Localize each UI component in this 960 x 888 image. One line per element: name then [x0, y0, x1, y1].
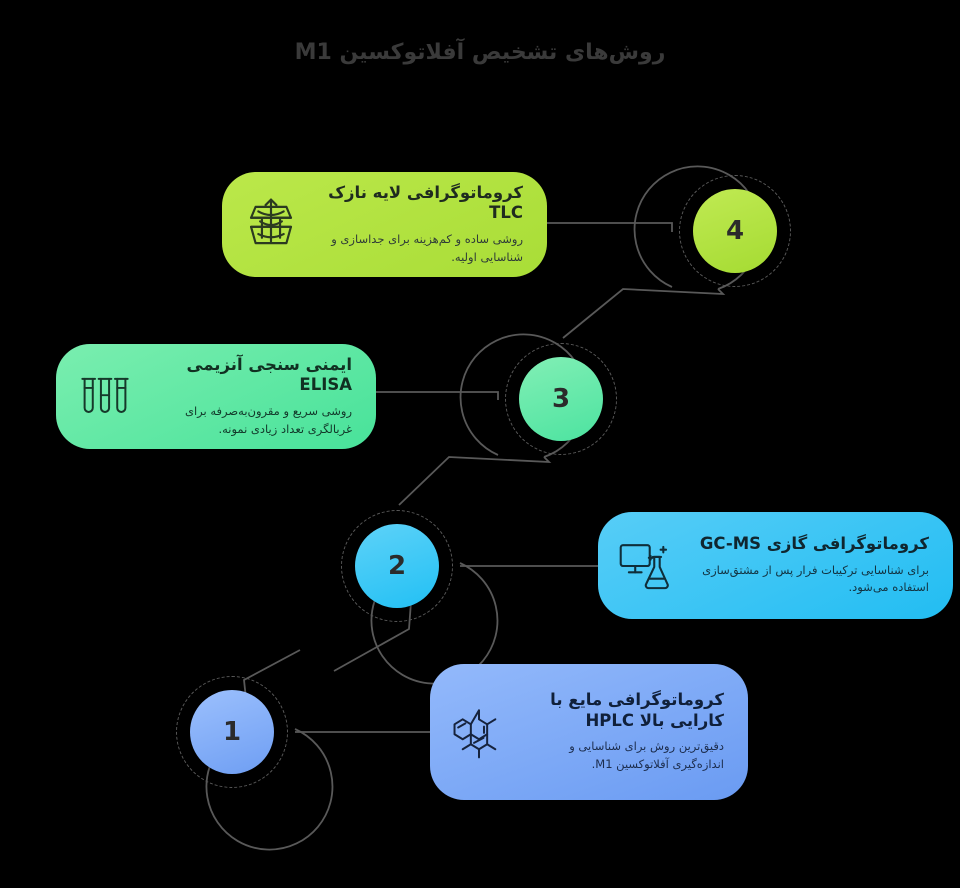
card-gcms-description: برای شناسایی ترکیبات فرار پس از مشتق‌ساز…: [702, 562, 929, 595]
card-tlc[interactable]: کروماتوگرافی لایه نازک TLC روشی ساده و ک…: [222, 172, 547, 277]
card-gcms[interactable]: کروماتوگرافی گازی GC-MS برای شناسایی ترک…: [598, 512, 953, 619]
step-marker-2[interactable]: 2: [334, 503, 460, 629]
step2-number: 2: [355, 524, 439, 608]
step-marker-4[interactable]: 4: [672, 168, 798, 294]
card-tlc-text: کروماتوگرافی لایه نازک TLC روشی ساده و ک…: [304, 183, 529, 267]
card-hplc-description: دقیق‌ترین روش برای شناسایی و اندازه‌گیری…: [569, 739, 724, 772]
card-elisa-description: روشی سریع و مقرون‌به‌صرفه برای غربالگری …: [184, 403, 352, 436]
step4-number: 4: [693, 189, 777, 273]
step3-number: 3: [519, 357, 603, 441]
card-elisa-title: ایمنی سنجی آنزیمی ELISA: [186, 354, 352, 395]
step4-card-connector: [547, 222, 673, 232]
page-title: روش‌های تشخیص آفلاتوکسین M1: [294, 40, 666, 65]
step1-number: 1: [190, 690, 274, 774]
card-gcms-title: کروماتوگرافی گازی GC-MS: [699, 533, 929, 553]
step1-dashed-ring: [176, 676, 288, 788]
card-hplc[interactable]: کروماتوگرافی مایع با کارایی بالا HPLC دق…: [430, 664, 748, 800]
card-gcms-text: کروماتوگرافی گازی GC-MS برای شناسایی ترک…: [680, 534, 935, 597]
molecule-structure-icon: [450, 703, 508, 761]
chromatography-apparatus-icon: [242, 196, 300, 254]
card-elisa-text: ایمنی سنجی آنزیمی ELISA روشی سریع و مقرو…: [138, 355, 358, 439]
step3-card-connector: [376, 391, 499, 400]
step3-dashed-ring: [505, 343, 617, 455]
card-tlc-description: روشی ساده و کم‌هزینه برای جداسازی و شناس…: [331, 231, 523, 264]
step2-dashed-ring: [341, 510, 453, 622]
step4-dashed-ring: [679, 175, 791, 287]
card-hplc-text: کروماتوگرافی مایع با کارایی بالا HPLC دق…: [512, 690, 730, 774]
step-marker-3[interactable]: 3: [498, 336, 624, 462]
step-marker-1[interactable]: 1: [169, 669, 295, 795]
card-elisa[interactable]: ایمنی سنجی آنزیمی ELISA روشی سریع و مقرو…: [56, 344, 376, 449]
card-hplc-title: کروماتوگرافی مایع با کارایی بالا HPLC: [550, 690, 724, 730]
test-tubes-icon: [76, 368, 134, 426]
monitor-flask-icon: [618, 537, 676, 595]
card-tlc-title: کروماتوگرافی لایه نازک TLC: [328, 182, 523, 223]
step3-to-step2-connector: [398, 456, 552, 506]
step4-to-step3-connector: [562, 288, 726, 339]
